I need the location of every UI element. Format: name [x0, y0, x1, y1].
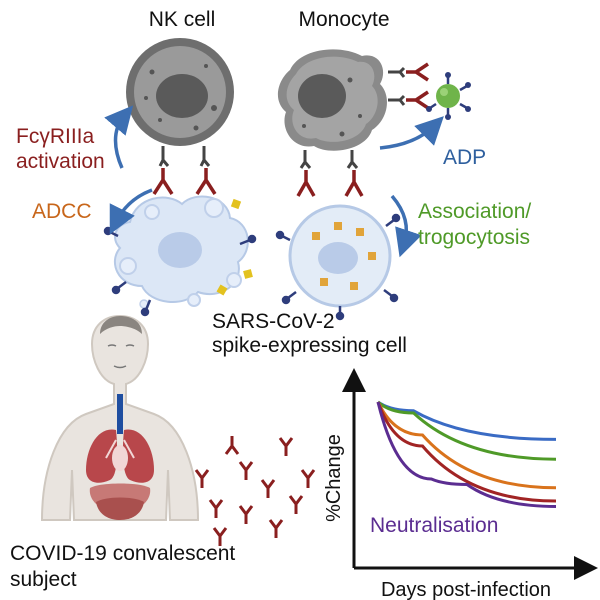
association-label-line2: trogocytosis [418, 226, 530, 249]
series-line-0 [377, 400, 557, 441]
sars-label-line2: spike-expressing cell [212, 334, 407, 357]
monocyte-antibody-icon [296, 62, 429, 197]
neutralisation-label: Neutralisation [370, 514, 498, 537]
fcgr-label-line2: activation [16, 150, 105, 173]
chart: %Change Days post-infection Neutralisati… [323, 368, 598, 600]
nk-antibody-icon [152, 168, 217, 195]
y-axis-label: %Change [323, 434, 345, 522]
series-line-1 [377, 400, 557, 461]
adcc-label: ADCC [32, 200, 92, 223]
monocyte-fc-receptor-icon [299, 66, 406, 169]
sars-label-line1: SARS-CoV-2 [212, 310, 335, 333]
series-line-4 [376, 401, 557, 508]
monocyte-icon [277, 49, 387, 151]
association-label-line1: Association/ [418, 200, 531, 223]
covid-label-line1: COVID-19 convalescent [10, 542, 235, 565]
x-axis-label: Days post-infection [381, 579, 551, 600]
granzyme-icon [216, 198, 253, 296]
chart-series-layer [376, 400, 557, 508]
lungs-icon [86, 394, 154, 520]
adp-label: ADP [443, 146, 486, 169]
series-line-3 [376, 401, 557, 503]
covid-label-line2: subject [10, 568, 77, 591]
target-cell-round-icon [275, 204, 401, 321]
antibody-cluster-icon [194, 436, 316, 546]
process-arrows [104, 105, 444, 258]
nk-fc-receptor-icon [158, 146, 211, 167]
virus-particle-icon [426, 72, 471, 120]
nk-cell-label: NK cell [149, 8, 216, 31]
nk-cell-icon [126, 38, 234, 146]
monocyte-label: Monocyte [298, 8, 389, 31]
target-cell-blebbing-icon [114, 195, 249, 309]
series-line-2 [376, 401, 557, 490]
fcgr-label-line1: FcγRIIIa [16, 125, 94, 148]
